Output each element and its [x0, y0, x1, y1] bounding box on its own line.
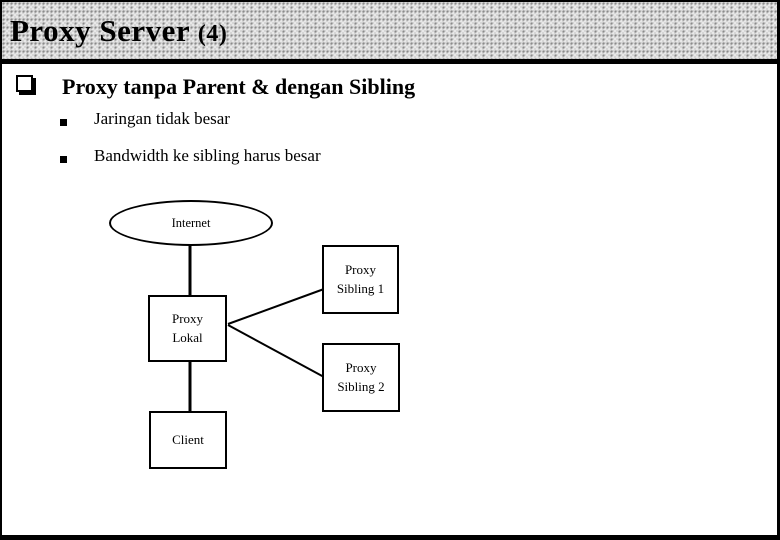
square-bullet-icon — [60, 156, 67, 163]
diagram-node-proxy-sibling-2: Proxy Sibling 2 — [322, 343, 400, 412]
slide-title-bar: Proxy Server (4) — [2, 2, 777, 59]
diagram-node-proxy-sibling-1: Proxy Sibling 1 — [322, 245, 399, 314]
title-separator — [2, 59, 777, 64]
sub-bullet-item: Bandwidth ke sibling harus besar — [94, 146, 321, 165]
square-bullet-icon — [60, 119, 67, 126]
diagram-node-client: Client — [149, 411, 227, 469]
diagram-node-internet: Internet — [109, 200, 273, 246]
bullet-heading: Proxy tanpa Parent & dengan Sibling — [62, 74, 416, 99]
page-title-suffix: (4) — [197, 20, 228, 47]
sub-bullet-item: Jaringan tidak besar — [94, 109, 230, 128]
diagram-node-proxy-lokal: Proxy Lokal — [148, 295, 227, 362]
page-title: Proxy Server (4) — [2, 13, 227, 49]
checkbox-bullet-icon — [16, 75, 33, 92]
edge-proxy-lokal-to-sibling-2 — [227, 324, 325, 378]
page-title-text: Proxy Server — [10, 12, 198, 48]
edge-proxy-lokal-to-sibling-1 — [227, 288, 325, 325]
